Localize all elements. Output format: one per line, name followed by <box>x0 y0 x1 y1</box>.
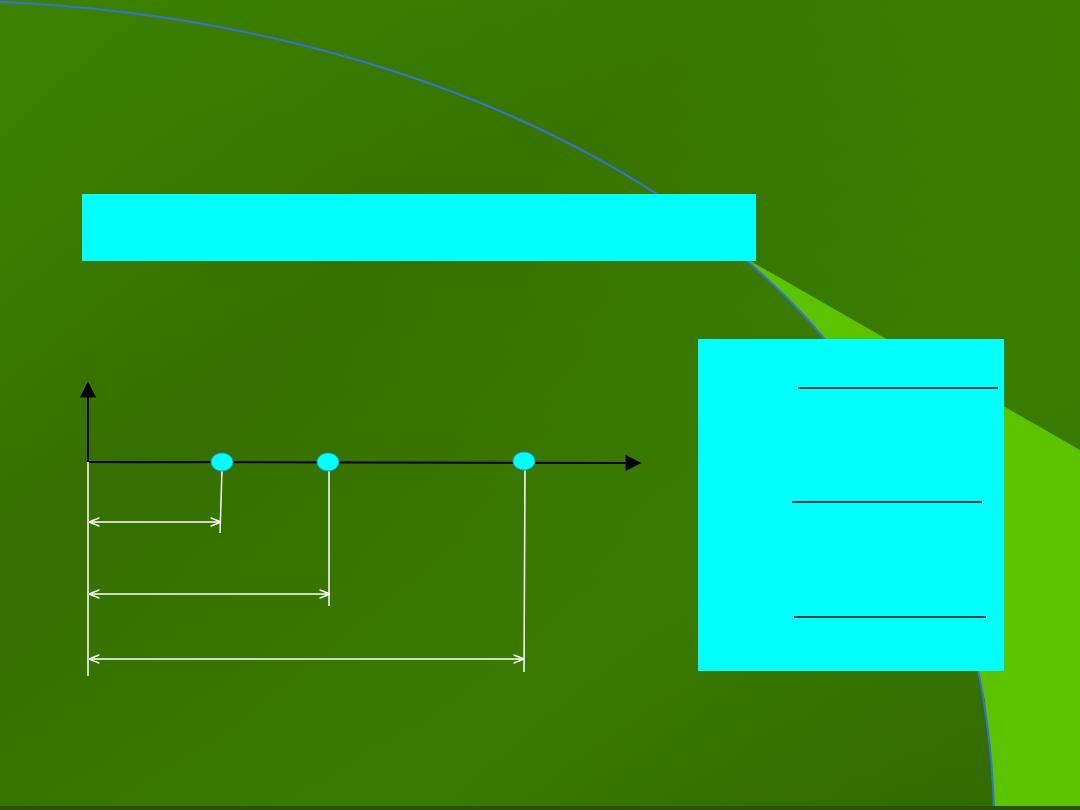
point-3 <box>512 451 536 471</box>
title-box <box>82 194 756 261</box>
drop-line-1 <box>219 469 223 534</box>
accent-wedge <box>740 255 1080 810</box>
answer-panel-lines <box>792 387 998 618</box>
drop-line-3 <box>523 468 526 673</box>
point-1 <box>210 452 234 472</box>
point-2 <box>316 452 340 472</box>
answer-panel <box>698 339 1004 671</box>
horizontal-axis <box>87 454 642 471</box>
